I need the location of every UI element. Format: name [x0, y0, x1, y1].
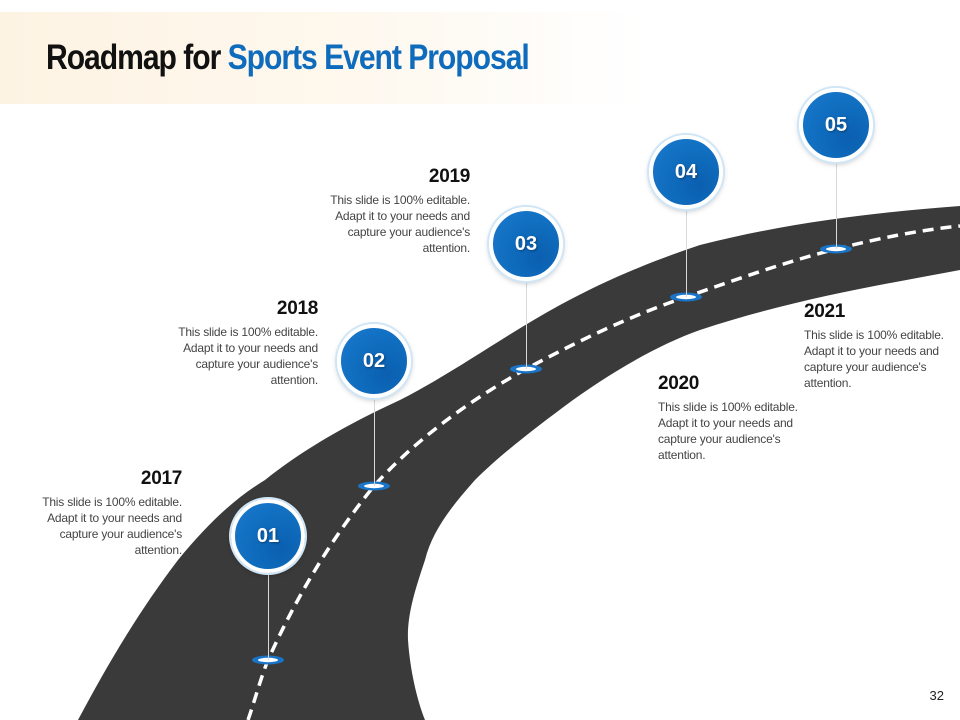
milestone-number: 03	[514, 232, 538, 255]
milestone-description: This slide is 100% editable. Adapt it to…	[658, 400, 798, 462]
milestone-2020: 2020 This slide is 100% editable. Adapt …	[658, 373, 798, 463]
title-prefix: Roadmap for	[46, 38, 228, 77]
milestone-year: 2018	[276, 298, 318, 319]
milestone-description: This slide is 100% editable. Adapt it to…	[178, 325, 318, 387]
milestone-number: 02	[362, 349, 386, 372]
road-markers	[252, 244, 852, 665]
milestone-2021: 2021 This slide is 100% editable. Adapt …	[804, 301, 944, 391]
milestone-description: This slide is 100% editable. Adapt it to…	[330, 193, 470, 255]
milestone-badge-03: 03	[489, 207, 563, 281]
pin-line-04	[686, 207, 687, 297]
pin-line-01	[268, 570, 269, 660]
milestone-badge-01: 01	[231, 499, 305, 573]
page-title: Roadmap for Sports Event Proposal	[46, 38, 530, 78]
milestone-badge-02: 02	[337, 324, 411, 398]
milestone-number: 01	[256, 524, 280, 547]
milestone-2018: 2018 This slide is 100% editable. Adapt …	[178, 298, 318, 388]
pin-line-03	[526, 279, 527, 369]
title-band	[0, 12, 640, 104]
milestone-badge-04: 04	[649, 135, 723, 209]
road-surface	[78, 206, 960, 720]
page-number: 32	[929, 688, 944, 703]
milestone-badge-05: 05	[799, 88, 873, 162]
milestone-year: 2019	[428, 166, 470, 187]
milestone-year: 2017	[140, 468, 182, 489]
pin-line-02	[374, 396, 375, 486]
milestone-2019: 2019 This slide is 100% editable. Adapt …	[330, 166, 470, 256]
milestone-description: This slide is 100% editable. Adapt it to…	[42, 495, 182, 557]
milestone-number: 04	[674, 160, 698, 183]
milestone-year: 2020	[658, 373, 700, 394]
milestone-description: This slide is 100% editable. Adapt it to…	[804, 328, 944, 390]
title-accent: Sports Event Proposal	[227, 38, 530, 77]
pin-line-05	[836, 160, 837, 249]
milestone-2017: 2017 This slide is 100% editable. Adapt …	[42, 468, 182, 558]
milestone-year: 2021	[804, 301, 846, 322]
milestone-number: 05	[824, 113, 848, 136]
